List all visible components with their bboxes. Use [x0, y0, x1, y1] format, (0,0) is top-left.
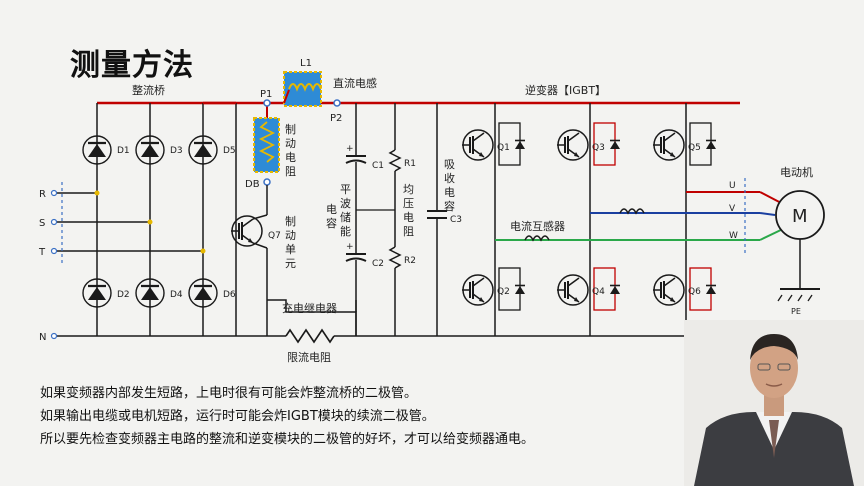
d6-label: D6: [223, 290, 236, 300]
diode-d1: [82, 135, 112, 165]
u-label: U: [729, 181, 736, 191]
balance-res-char-4: 阻: [403, 225, 414, 238]
terminal-s: [50, 218, 58, 226]
balance-res-char-3: 电: [403, 211, 414, 224]
snubber-char-4: 容: [444, 199, 455, 213]
q5-label: Q5: [688, 143, 701, 153]
r-label: R: [39, 189, 46, 200]
diode-icon: [86, 141, 108, 159]
terminal-r: [50, 189, 58, 197]
balance-res-char-2: 压: [403, 197, 414, 210]
motor-label: 电动机: [780, 165, 813, 179]
brake-res-char-3: 电: [285, 151, 296, 164]
p1-terminal: [263, 99, 271, 107]
q7-label: Q7: [268, 231, 281, 241]
rectifier-bridge: [54, 101, 237, 336]
resistor-icon: [258, 121, 276, 163]
brake-res-char-1: 制: [285, 123, 296, 136]
db-label: DB: [245, 179, 260, 190]
smooth-cap-char-3: 储: [340, 210, 351, 224]
ground-icon: [777, 288, 820, 302]
brake-unit-char-4: 元: [285, 257, 296, 270]
ct-label: 电流互感器: [510, 219, 565, 233]
brake-unit-char-2: 动: [285, 229, 296, 242]
inductor-icon: [288, 83, 322, 92]
brake-resistor: [253, 117, 280, 173]
r2-label: R2: [404, 256, 416, 266]
q1-label: Q1: [497, 143, 510, 153]
d2-label: D2: [117, 290, 130, 300]
note-line-3: 所以要先检查变频器主电路的整流和逆变模块的二极管的好坏，才可以给变频器通电。: [40, 432, 535, 447]
limit-res-label: 限流电阻: [287, 350, 331, 364]
db-terminal: [263, 178, 271, 186]
d4-label: D4: [170, 290, 183, 300]
notes: 如果变频器内部发生短路，上电时很有可能会炸整流桥的二极管。 如果输出电缆或电机短…: [40, 382, 534, 451]
brake-res-char-4: 阻: [285, 165, 296, 178]
smooth-cap-char-4: 能: [340, 224, 351, 238]
plus-1: +: [346, 144, 354, 154]
cap-char-2: 容: [326, 216, 337, 230]
inverter-bridge: [461, 103, 760, 336]
d5-label: D5: [223, 146, 236, 156]
rectifier-label: 整流桥: [132, 83, 165, 97]
ct-coil-1: [619, 208, 645, 215]
d1-label: D1: [117, 146, 130, 156]
t-label: T: [38, 247, 46, 258]
dc-link-caps: [345, 103, 447, 336]
s-label: S: [39, 218, 45, 229]
brake-res-char-2: 动: [285, 137, 296, 150]
q2-label: Q2: [497, 287, 510, 297]
note-line-2: 如果输出电缆或电机短路，运行时可能会炸IGBT模块的续流二极管。: [40, 409, 435, 424]
snubber-char-3: 电: [444, 186, 455, 199]
diode-d3: [135, 135, 165, 165]
brake-unit-q7: [230, 185, 268, 336]
diode-d2: [82, 278, 112, 308]
d3-label: D3: [170, 146, 183, 156]
l1-label: L1: [300, 58, 312, 69]
motor-m: M: [792, 206, 808, 227]
smooth-cap-char-1: 平: [340, 183, 351, 196]
cap-char-1: 电: [326, 203, 337, 216]
page-title: 测量方法: [70, 48, 194, 83]
dc-reactor-label: 直流电感: [333, 76, 377, 90]
snubber-char-1: 吸: [444, 158, 455, 171]
r1-label: R1: [404, 159, 416, 169]
p1-label: P1: [260, 89, 272, 100]
p2-terminal: [333, 99, 341, 107]
dc-bus-positive: [97, 101, 740, 118]
motor-icon: [759, 190, 825, 288]
q6-label: Q6: [688, 287, 701, 297]
ct-coil-2: [524, 235, 550, 242]
q4-label: Q4: [592, 287, 605, 297]
balance-res-char-1: 均: [403, 183, 414, 196]
c2-label: C2: [372, 259, 384, 269]
presenter-video: [684, 320, 864, 486]
plus-2: +: [346, 242, 354, 252]
charge-relay-label: 充电继电器: [282, 301, 337, 315]
brake-unit-char-3: 单: [285, 243, 296, 256]
v-label: V: [729, 204, 736, 214]
dc-reactor-l1: [283, 71, 322, 107]
pe-label: PE: [791, 307, 801, 316]
terminal-n: [50, 332, 58, 340]
c1-label: C1: [372, 161, 384, 171]
brake-unit-char-1: 制: [285, 215, 296, 228]
p2-label: P2: [330, 113, 342, 124]
terminal-t: [50, 247, 58, 255]
smooth-cap-char-2: 波: [340, 197, 351, 210]
snubber-char-2: 收: [444, 171, 455, 185]
q3-label: Q3: [592, 143, 605, 153]
c3-label: C3: [450, 215, 462, 225]
diode-d6: [188, 278, 218, 308]
inverter-label: 逆变器【IGBT】: [525, 83, 606, 97]
diode-d4: [135, 278, 165, 308]
w-label: W: [729, 231, 738, 241]
diode-d5: [188, 135, 218, 165]
n-label: N: [39, 332, 46, 343]
note-line-1: 如果变频器内部发生短路，上电时很有可能会炸整流桥的二极管。: [40, 386, 418, 401]
limit-resistor: [285, 328, 335, 344]
